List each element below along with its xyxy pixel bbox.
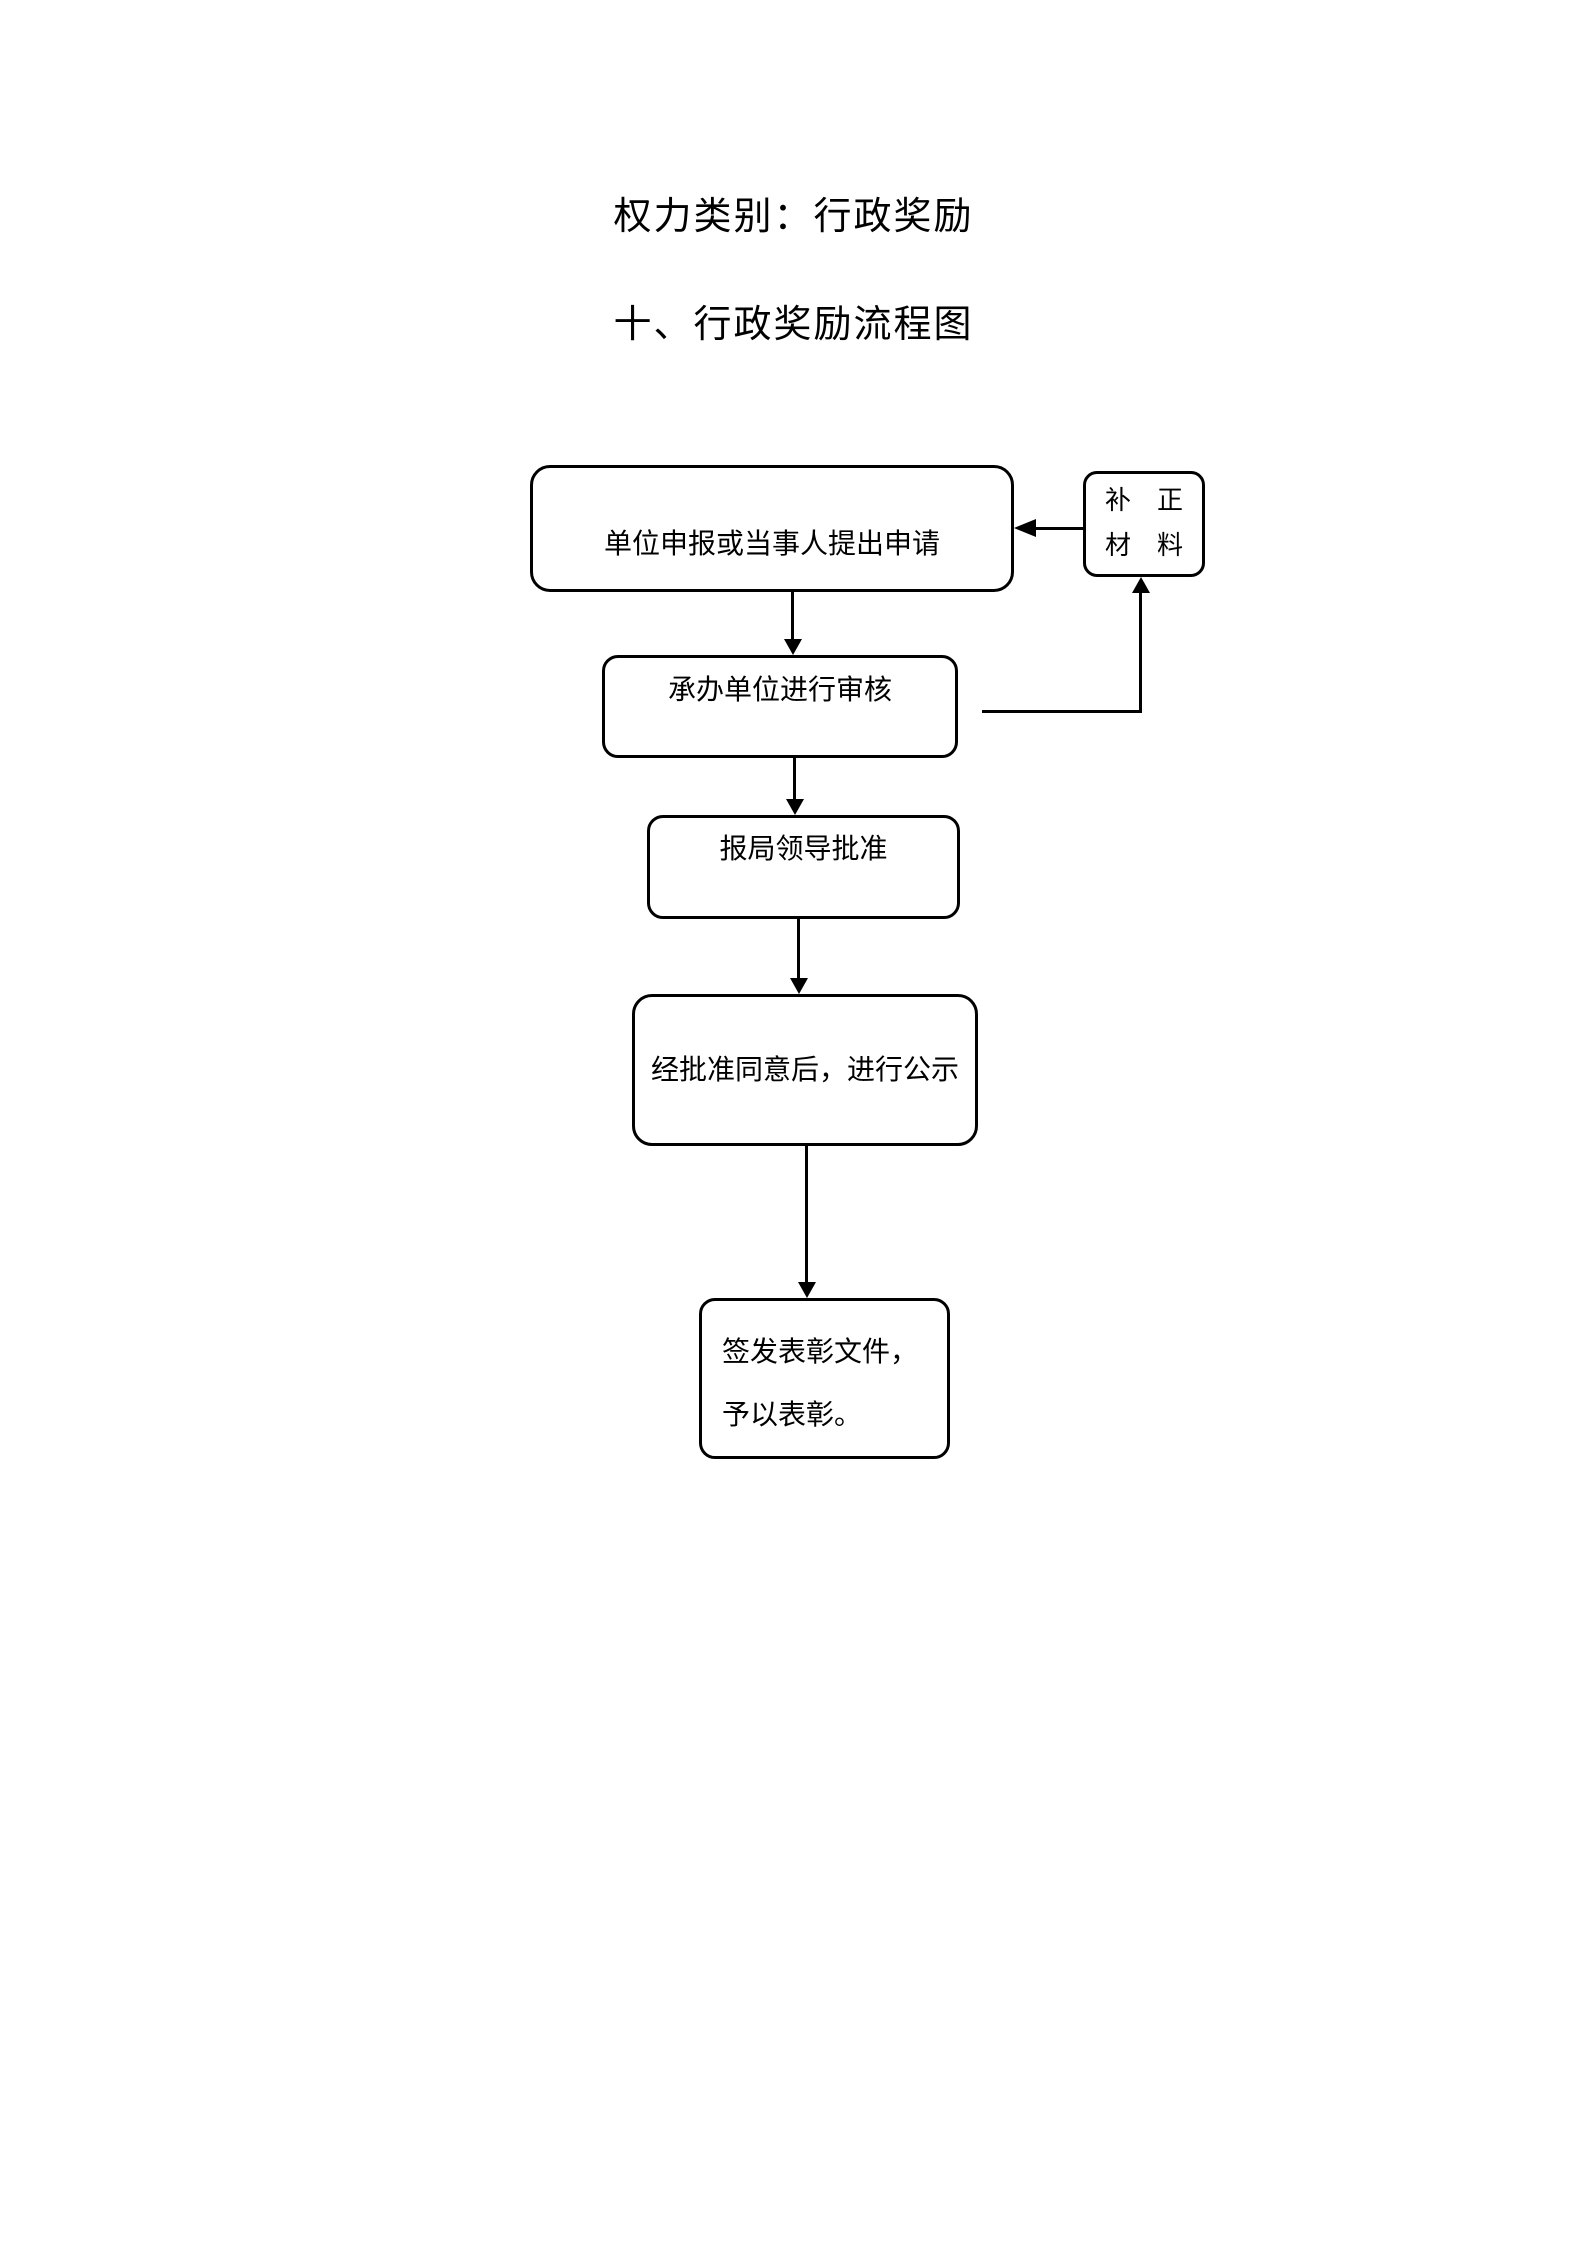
arrow-supplement-to-apply-arrowhead-icon xyxy=(1014,519,1036,537)
arrow-apply-to-review-arrowhead-icon xyxy=(784,639,802,655)
section-title: 十、行政奖励流程图 xyxy=(613,302,974,346)
node-supplement-label-line1: 补 正 xyxy=(1104,486,1183,516)
arrow-publicity-to-issue-shaft xyxy=(805,1146,808,1284)
node-apply: 单位申报或当事人提出申请 xyxy=(530,465,1014,592)
node-publicity-label: 经批准同意后，进行公示 xyxy=(650,1052,959,1086)
arrow-publicity-to-issue-arrowhead-icon xyxy=(798,1282,816,1298)
arrow-review-to-approve-arrowhead-icon xyxy=(786,799,804,815)
category-title: 权力类别：行政奖励 xyxy=(613,194,974,238)
node-supplement-materials: 补 正 材 料 xyxy=(1083,471,1205,577)
arrow-approve-to-publicity-arrowhead-icon xyxy=(790,978,808,994)
node-review-label: 承办单位进行审核 xyxy=(667,673,892,706)
node-approve: 报局领导批准 xyxy=(647,815,960,919)
elbow-review-to-supplement-arrowhead-icon xyxy=(1132,577,1150,593)
node-issue: 签发表彰文件， 予以表彰。 xyxy=(699,1298,950,1459)
arrow-approve-to-publicity-shaft xyxy=(797,919,800,980)
node-issue-label-line1: 签发表彰文件， xyxy=(722,1335,919,1368)
node-publicity: 经批准同意后，进行公示 xyxy=(632,994,978,1146)
arrow-apply-to-review-shaft xyxy=(791,592,794,641)
arrow-supplement-to-apply-shaft xyxy=(1034,527,1083,530)
node-review: 承办单位进行审核 xyxy=(602,655,958,758)
node-apply-label: 单位申报或当事人提出申请 xyxy=(603,527,940,561)
elbow-review-to-supplement-vertical-shaft xyxy=(1139,593,1142,713)
elbow-review-to-supplement-horizontal-shaft xyxy=(982,710,1142,713)
node-issue-label-line2: 予以表彰。 xyxy=(722,1398,863,1431)
arrow-review-to-approve-shaft xyxy=(793,758,796,801)
node-supplement-label-line2: 材 料 xyxy=(1104,531,1183,561)
node-approve-label: 报局领导批准 xyxy=(719,832,888,865)
